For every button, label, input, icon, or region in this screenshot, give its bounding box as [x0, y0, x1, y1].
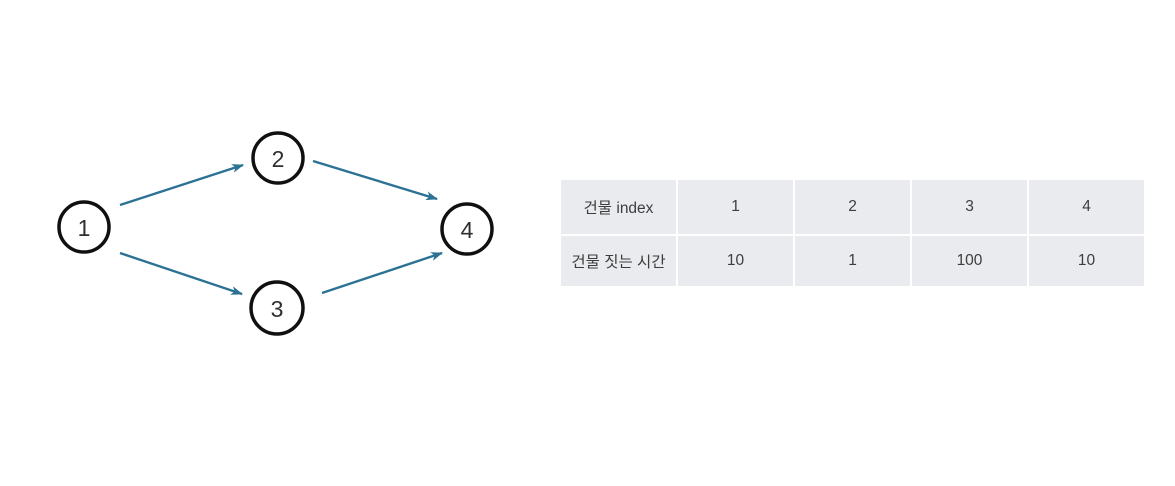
table-cell: 2	[793, 178, 912, 236]
table-cell: 4	[1027, 178, 1146, 236]
table-cell: 1	[676, 178, 795, 236]
edge-arrow-1-2	[119, 163, 244, 207]
node-label-3: 3	[271, 296, 284, 322]
node-circle-4	[440, 202, 494, 256]
node-label-1: 1	[78, 215, 91, 241]
table-cell: 1	[793, 234, 912, 288]
table-cell: 건물 index	[559, 178, 678, 236]
node-circle-2	[251, 131, 305, 185]
table-cell: 10	[676, 234, 795, 288]
graph-canvas: 1 2 3 4	[57, 131, 494, 336]
edge-arrow-3-4	[321, 251, 443, 295]
node-circle-3	[249, 280, 305, 336]
table-cell: 100	[910, 234, 1029, 288]
table-cell: 10	[1027, 234, 1146, 288]
edge-arrow-2-4	[312, 159, 438, 201]
table-row: 건물 index 1 2 3 4	[559, 178, 1146, 236]
edge-arrow-1-3	[119, 251, 243, 296]
build-time-table: 건물 index 1 2 3 4 건물 짓는 시간 10 1 100 10	[559, 178, 1146, 288]
node-label-4: 4	[461, 217, 474, 243]
node-circle-1	[57, 200, 111, 254]
table-cell: 건물 짓는 시간	[559, 234, 678, 288]
table-row: 건물 짓는 시간 10 1 100 10	[559, 234, 1146, 288]
node-label-2: 2	[272, 146, 285, 172]
table-cell: 3	[910, 178, 1029, 236]
